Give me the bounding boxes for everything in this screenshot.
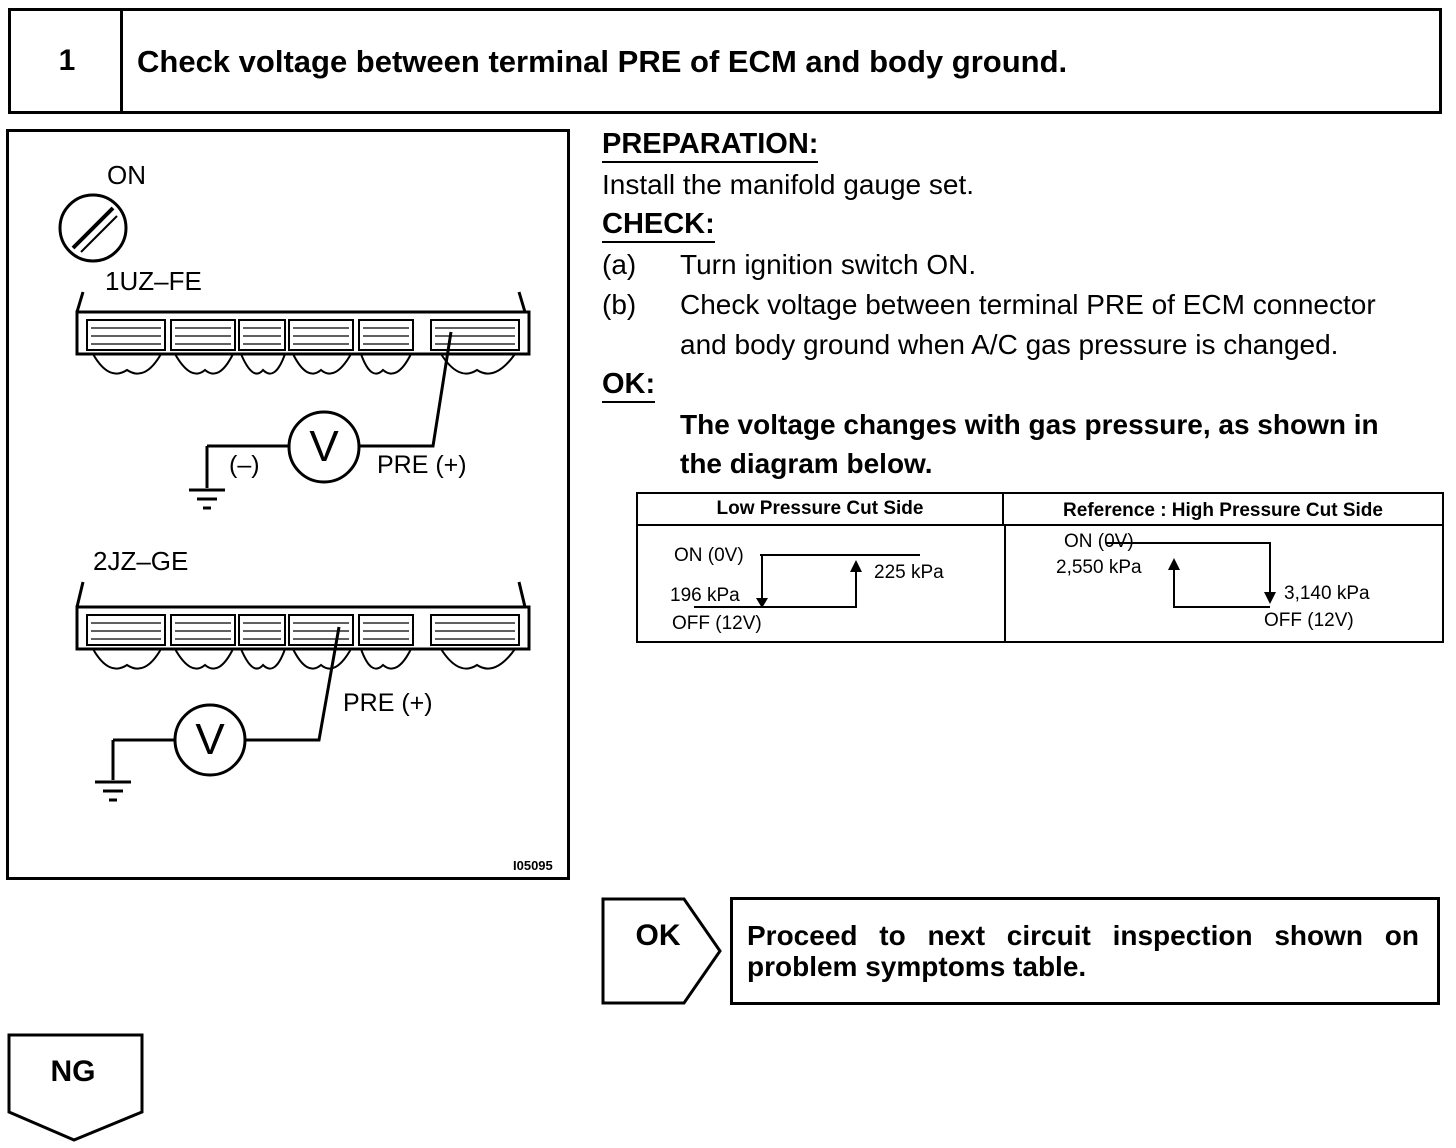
wiring-diagram xyxy=(58,193,531,802)
ng-tag: NG xyxy=(6,1032,146,1144)
step-header: 1 Check voltage between terminal PRE of … xyxy=(8,8,1442,114)
voltmeter-symbol-2: V xyxy=(195,715,225,764)
hysteresis-graphs xyxy=(694,542,1276,608)
check-item-a-text: Turn ignition switch ON. xyxy=(680,249,977,280)
ok-heading: OK: xyxy=(602,368,656,403)
ecm-connector-block-2jz xyxy=(75,581,531,670)
ok-spec-line-2: the diagram below. xyxy=(680,448,933,479)
step-number-cell: 1 xyxy=(11,11,123,111)
preparation-heading: PREPARATION: xyxy=(602,128,819,163)
ok-result-text: Proceed to next circuit inspection shown… xyxy=(747,920,1419,982)
low-side-header-cell: Low Pressure Cut Side xyxy=(638,494,1004,526)
arrow-up-icon xyxy=(850,560,862,572)
high-on-label: ON (0V) xyxy=(1064,531,1134,552)
check-heading: CHECK: xyxy=(602,208,715,243)
low-rising-value: 225 kPa xyxy=(874,562,944,583)
ok-result-box: Proceed to next circuit inspection shown… xyxy=(730,897,1440,1005)
voltmeter-symbol-1: V xyxy=(309,422,339,471)
ok-tag-arrow-shape xyxy=(601,897,722,1005)
check-item-b-line-2: and body ground when A/C gas pressure is… xyxy=(680,329,1339,360)
pre-terminal-label-1: PRE (+) xyxy=(377,451,467,479)
ecm-connector-block-1uz xyxy=(75,291,531,375)
engine-label-1uz: 1UZ–FE xyxy=(105,266,202,296)
check-item-a-marker: (a) xyxy=(602,249,637,280)
ignition-on-label: ON xyxy=(107,160,146,190)
check-item-b-marker: (b) xyxy=(602,289,637,320)
high-falling-value: 3,140 kPa xyxy=(1284,583,1370,604)
low-falling-value: 196 kPa xyxy=(670,585,740,606)
high-off-label: OFF (12V) xyxy=(1264,610,1354,631)
ok-tag: OK xyxy=(600,896,724,1006)
column-divider xyxy=(1004,526,1006,641)
arrow-down-icon xyxy=(1264,592,1276,604)
check-item-b-line-1: Check voltage between terminal PRE of EC… xyxy=(680,289,1376,320)
arrow-up-icon xyxy=(1168,558,1180,570)
ng-tag-arrow-shape xyxy=(7,1033,144,1142)
step-number: 1 xyxy=(58,44,76,77)
ground-symbol-2 xyxy=(95,780,131,802)
step-title: Check voltage between terminal PRE of EC… xyxy=(137,44,1068,79)
engine-label-2jz: 2JZ–GE xyxy=(93,546,189,576)
ignition-switch-icon xyxy=(58,193,128,263)
pre-terminal-label-2: PRE (+) xyxy=(343,689,433,717)
arrow-down-icon xyxy=(756,598,768,608)
negative-terminal-label: (–) xyxy=(229,451,260,479)
ground-symbol-1 xyxy=(189,488,225,510)
high-side-header-cell: Reference : High Pressure Cut Side xyxy=(1004,494,1442,526)
low-on-label: ON (0V) xyxy=(674,545,744,566)
low-side-header: Low Pressure Cut Side xyxy=(716,498,924,519)
preparation-text: Install the manifold gauge set. xyxy=(602,169,975,200)
low-off-label: OFF (12V) xyxy=(672,613,762,634)
ok-spec-line-1: The voltage changes with gas pressure, a… xyxy=(680,409,1379,440)
high-side-header: Reference : High Pressure Cut Side xyxy=(1063,500,1383,521)
ok-tag-label: OK xyxy=(635,919,681,952)
ecm-illustration: ON 1UZ–FE 2JZ–GE V V (–) PRE (+) PRE (+)… xyxy=(6,129,570,880)
ng-tag-label: NG xyxy=(50,1055,96,1088)
figure-id: I05095 xyxy=(513,858,553,873)
high-rising-value: 2,550 kPa xyxy=(1056,557,1142,578)
pressure-table: Low Pressure Cut Side Reference : High P… xyxy=(636,492,1444,643)
